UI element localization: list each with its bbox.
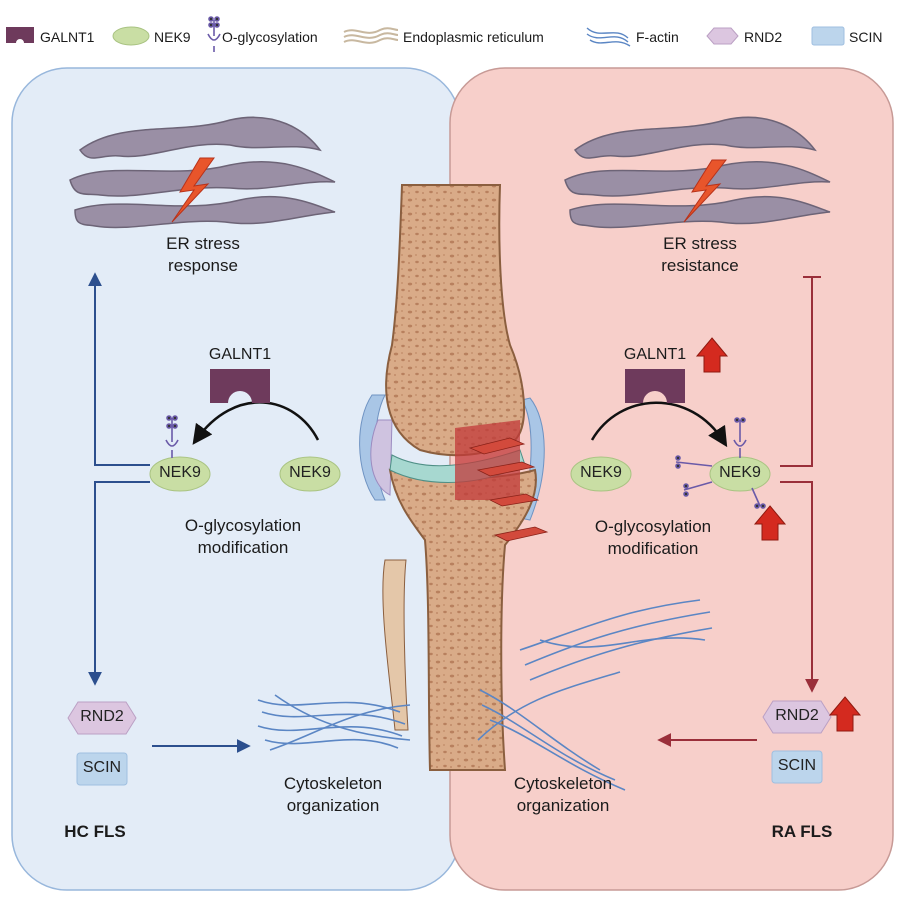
left-cyto-label-line2: organization [286,796,380,815]
left-nek9-node [279,456,341,492]
ra-fls-label: RA FLS [771,822,833,841]
left-cyto-label-line1: Cytoskeleton [283,774,383,793]
right-galnt1-icon [625,369,685,403]
right-modification-label: O-glycosylation modification [578,516,728,560]
right-nek9-glyco-label: NEK9 [719,464,761,481]
left-er-label: ER stress response [148,233,258,277]
left-rnd2-node [67,701,137,735]
left-er-label-line1: ER stress [166,234,240,253]
right-glyco-curve-arrow [590,401,728,448]
right-inhibit-er [780,277,813,467]
right-er-label: ER stress resistance [645,233,755,277]
left-pathway-arrows [88,272,251,753]
left-galnt1-icon [210,369,270,403]
left-modification-label: O-glycosylation modification [168,515,318,559]
left-scin-label: SCIN [82,759,122,776]
left-nek9-glycosylated-node [149,456,211,492]
right-nek9-label: NEK9 [580,464,622,481]
galnt1-up-arrow-icon [695,337,729,373]
left-nek9-glyco-label: NEK9 [159,464,201,481]
right-er-label-line2: resistance [661,256,739,275]
legend [6,16,845,52]
er-left-lightning-icon [171,157,215,223]
right-pathway-arrows [657,276,821,747]
nek9-up-arrow-icon [753,505,787,541]
right-rnd2-label: RND2 [775,707,819,724]
left-mod-label-line1: O-glycosylation [184,516,302,535]
legend-scin-label: SCIN [849,29,883,45]
legend-er-label: Endoplasmic reticulum [403,29,544,45]
legend-galnt1-icon [6,27,34,43]
legend-factin-label: F-actin [636,29,679,45]
legend-oglyco-icon [207,16,221,52]
legend-nek9-icon [112,26,150,46]
right-cytoskeleton-label: Cytoskeleton organization [498,773,628,817]
right-nek9-node [570,456,632,492]
right-rnd2-node [762,700,832,734]
right-cyto-label-line1: Cytoskeleton [513,774,613,793]
legend-oglyco-label: O-glycosylation [222,29,318,45]
right-scin-node [771,750,823,784]
right-mod-label-line2: modification [607,539,699,558]
left-arrow-to-rnd2 [88,481,150,686]
legend-scin-icon [811,26,845,46]
right-scin-label: SCIN [777,757,817,774]
left-oglyco-glycan-icon [165,415,179,458]
legend-rnd2-label: RND2 [744,29,783,45]
left-er-label-line2: response [168,256,238,275]
left-factin-icon [257,694,411,751]
legend-galnt1-label: GALNT1 [40,29,95,45]
legend-er-icon [343,27,399,44]
er-right-icon [564,116,831,229]
legend-factin-icon [586,27,631,47]
left-rnd2-label: RND2 [80,708,124,725]
right-oglyco-glycan-icons [675,417,766,509]
right-cyto-label-line2: organization [516,796,610,815]
legend-nek9-label: NEK9 [154,29,191,45]
right-factin-icon [477,599,713,791]
right-er-label-line1: ER stress [663,234,737,253]
er-right-lightning-icon [683,159,728,223]
right-galnt1-label: GALNT1 [623,346,687,363]
left-nek9-label: NEK9 [289,464,331,481]
left-mod-label-line2: modification [197,538,289,557]
er-left-icon [69,116,336,229]
left-arrow-to-er [88,272,150,466]
right-arrow-to-rnd2 [780,481,819,693]
left-cytoskeleton-label: Cytoskeleton organization [268,773,398,817]
left-scin-node [76,752,128,786]
legend-rnd2-icon [706,27,739,45]
left-galnt1-label: GALNT1 [208,346,272,363]
rnd2-up-arrow-icon [828,696,862,732]
knee-joint-illustration [359,184,549,771]
right-mod-label-line1: O-glycosylation [594,517,712,536]
hc-fls-label: HC FLS [64,822,126,841]
